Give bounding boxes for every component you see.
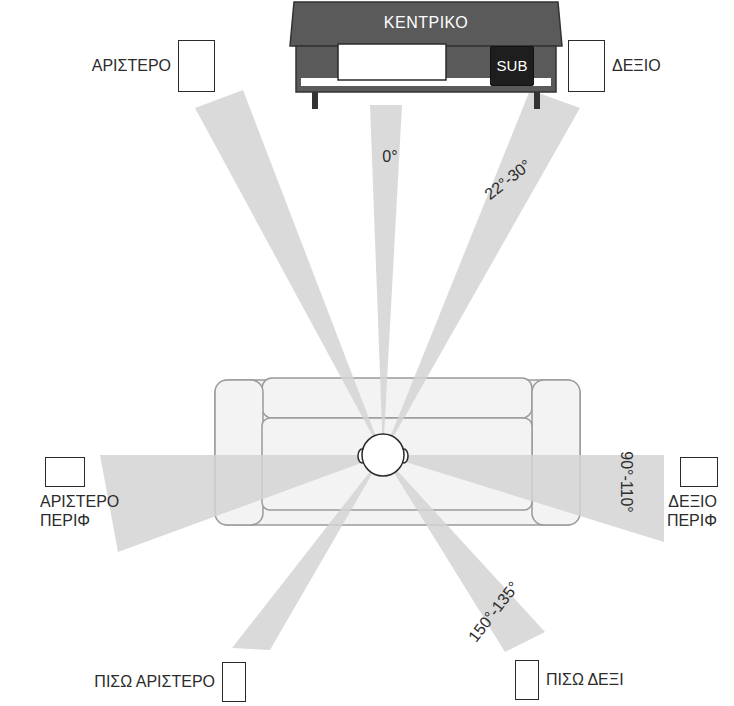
box-label: ΚΕΝΤΡΙΚΟ — [384, 13, 468, 32]
sofa-back — [262, 378, 532, 418]
angle-label: 0° — [382, 148, 397, 166]
left-surround: ΑΡΙΣΤΕΡΟ ΠΕΡΙΦ — [45, 457, 85, 487]
angle-label: 90°-110° — [617, 451, 635, 512]
right-surround: ΔΕΞΙΟ ΠΕΡΙΦ — [680, 457, 718, 487]
center-speaker — [338, 44, 446, 80]
angle-label: 150°-135° — [465, 578, 523, 645]
beam — [195, 90, 383, 455]
beam — [100, 455, 383, 552]
beam — [383, 90, 580, 455]
beam — [232, 455, 383, 650]
sofa — [215, 378, 580, 525]
angle-label: 22°-30° — [481, 156, 534, 203]
listener-head — [358, 434, 408, 476]
speaker-label: ΠΙΣΩ ΔΕΞΙ — [546, 670, 624, 689]
head — [362, 434, 404, 476]
television — [290, 2, 562, 109]
back-right-speaker: ΠΙΣΩ ΔΕΞΙ — [515, 660, 539, 700]
right-speaker: ΔΕΞΙΟ — [568, 40, 605, 92]
speaker-label: ΔΕΞΙΟ — [612, 56, 661, 75]
speaker-label: ΠΙΣΩ ΑΡΙΣΤΕΡΟ — [94, 672, 215, 691]
back-left-speaker: ΠΙΣΩ ΑΡΙΣΤΕΡΟ — [222, 662, 246, 702]
subwoofer: SUB — [490, 46, 534, 86]
speaker-label: ΑΡΙΣΤΕΡΟ — [92, 56, 171, 75]
box-label: SUB — [497, 57, 528, 75]
beam — [383, 455, 545, 652]
listening-beams — [100, 90, 664, 652]
beam — [370, 105, 402, 455]
speaker-label: ΑΡΙΣΤΕΡΟ ΠΕΡΙΦ — [40, 492, 119, 530]
center-label: ΚΕΝΤΡΙΚΟ — [292, 2, 560, 44]
tv-leg — [534, 92, 540, 109]
tv-leg — [312, 92, 318, 109]
left-speaker: ΑΡΙΣΤΕΡΟ — [178, 40, 215, 92]
speaker-label: ΔΕΞΙΟ ΠΕΡΙΦ — [667, 492, 717, 530]
tv-top — [290, 2, 562, 46]
